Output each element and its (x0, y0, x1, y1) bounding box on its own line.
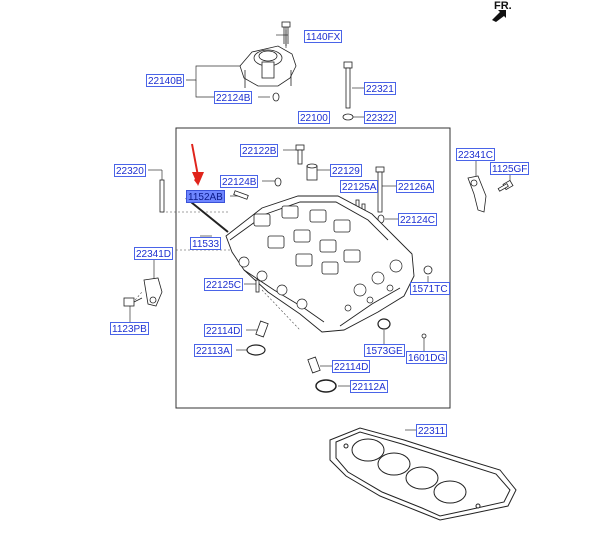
plug-1571tc (423, 265, 433, 275)
front-orientation-label: FR. (494, 0, 512, 12)
lifting-bracket-22341c (467, 175, 487, 213)
part-label-22124b-mid[interactable]: 22124B (220, 175, 259, 188)
cylinder-head (225, 195, 415, 333)
part-label-22129[interactable]: 22129 (330, 164, 362, 177)
part-label-22112a[interactable]: 22112A (350, 380, 388, 393)
part-label-22124b-top[interactable]: 22124B (214, 91, 253, 104)
bolt-1125gf (497, 179, 514, 192)
stud-22125c (255, 279, 260, 293)
part-label-22114d-bottom[interactable]: 22114D (332, 360, 371, 373)
cylinder-head-boundary (175, 127, 451, 409)
part-label-1140fx[interactable]: 1140FX (304, 30, 343, 43)
part-label-1571tc[interactable]: 1571TC (410, 282, 450, 295)
head-holes (238, 256, 403, 312)
seal-22113a (246, 344, 266, 356)
part-label-22320[interactable]: 22320 (114, 164, 146, 177)
head-gasket (329, 427, 517, 521)
rod-11533 (185, 197, 229, 233)
part-label-22311[interactable]: 22311 (416, 424, 448, 437)
valve-guide-left (255, 320, 269, 338)
cap-22129 (306, 163, 318, 181)
seal-22112a (315, 379, 337, 393)
leader-lines (129, 30, 511, 431)
engine-mount-bracket (239, 45, 297, 88)
pin-22124b-mid (274, 177, 282, 187)
part-label-22124c[interactable]: 22124C (398, 213, 438, 226)
part-label-22113a[interactable]: 22113A (194, 344, 232, 357)
part-label-1601dg[interactable]: 1601DG (406, 351, 448, 364)
part-label-1573ge[interactable]: 1573GE (364, 344, 405, 357)
part-label-22341c[interactable]: 22341C (456, 148, 496, 161)
indicator-arrow (191, 143, 204, 186)
part-label-22322[interactable]: 22322 (364, 111, 396, 124)
part-label-22140b[interactable]: 22140B (146, 74, 185, 87)
washer-22322 (342, 113, 354, 121)
pin-1152ab (233, 190, 249, 200)
part-label-22100[interactable]: 22100 (298, 111, 330, 124)
bolt-1123pb (123, 297, 143, 307)
stud-22320 (159, 179, 165, 213)
bolt-22122b (295, 144, 305, 165)
part-label-1152ab[interactable]: 1152AB (186, 190, 225, 203)
part-label-22114d-left[interactable]: 22114D (204, 324, 243, 337)
part-label-22122b[interactable]: 22122B (240, 144, 279, 157)
front-arrow-icon (492, 10, 506, 22)
part-label-11533[interactable]: 11533 (190, 237, 222, 250)
part-label-22341d[interactable]: 22341D (134, 247, 174, 260)
pin-22124b-top (272, 92, 280, 102)
part-label-22125a[interactable]: 22125A (340, 180, 379, 193)
part-label-22126a[interactable]: 22126A (396, 180, 435, 193)
part-label-1123pb[interactable]: 1123PB (110, 322, 149, 335)
part-label-1125gf[interactable]: 1125GF (490, 162, 530, 175)
valve-guide-bottom (307, 356, 321, 374)
part-label-22125c[interactable]: 22125C (204, 278, 244, 291)
head-bolt-22321 (343, 61, 353, 109)
ring-1573ge (377, 318, 391, 330)
pin-1601dg (421, 333, 427, 339)
camshaft-caps (253, 205, 361, 275)
bolt-1140fx (281, 21, 291, 46)
lifting-bracket-22341d (143, 277, 163, 307)
part-label-22321[interactable]: 22321 (364, 82, 396, 95)
